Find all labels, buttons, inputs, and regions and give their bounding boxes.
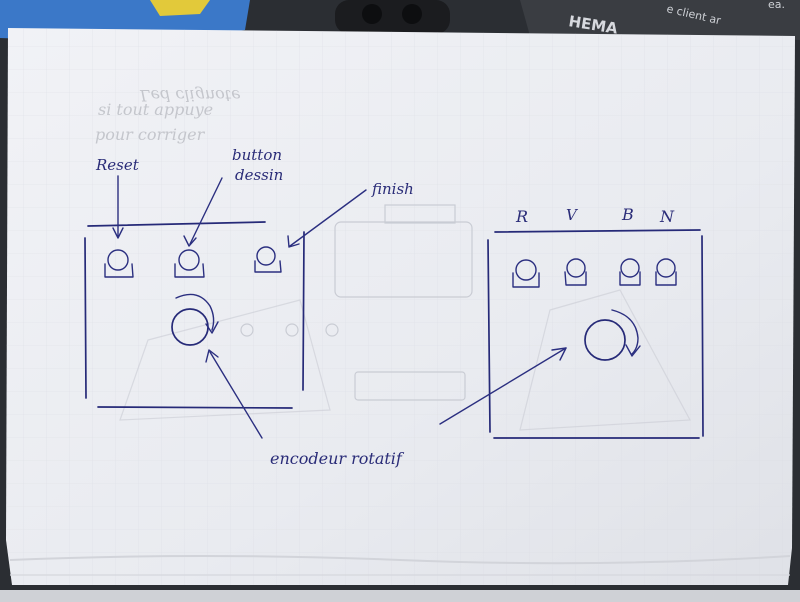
reset-button-sketch bbox=[104, 249, 134, 278]
button-r-sketch bbox=[512, 259, 540, 288]
encoder-label: encodeur rotatif bbox=[270, 449, 405, 468]
label-b: B bbox=[621, 205, 634, 224]
ghost-embossing: Led clignote si tout appuye pour corrige… bbox=[95, 86, 691, 431]
button-v-sketch bbox=[564, 258, 587, 286]
finish-label: finish bbox=[371, 180, 414, 198]
left-panel-sketch bbox=[84, 175, 367, 439]
label-n: N bbox=[659, 207, 675, 226]
svg-text:pour corriger: pour corriger bbox=[95, 125, 206, 144]
dessin-button-sketch bbox=[174, 249, 205, 278]
right-encoder-sketch bbox=[584, 309, 641, 361]
finish-button-sketch bbox=[254, 246, 282, 273]
right-panel-sketch bbox=[439, 229, 704, 439]
button-n-sketch bbox=[655, 258, 677, 286]
reset-label: Reset bbox=[95, 156, 140, 174]
svg-text:Led clignote: Led clignote bbox=[139, 86, 241, 105]
button-label-line2: dessin bbox=[235, 166, 283, 184]
corner-text: ea. bbox=[768, 0, 785, 11]
left-encoder-sketch bbox=[171, 293, 219, 346]
button-b-sketch bbox=[619, 258, 641, 286]
button-label-line1: button bbox=[232, 146, 282, 164]
svg-text:si tout appuye: si tout appuye bbox=[98, 100, 213, 119]
label-r: R bbox=[515, 207, 528, 226]
label-v: V bbox=[566, 206, 579, 224]
